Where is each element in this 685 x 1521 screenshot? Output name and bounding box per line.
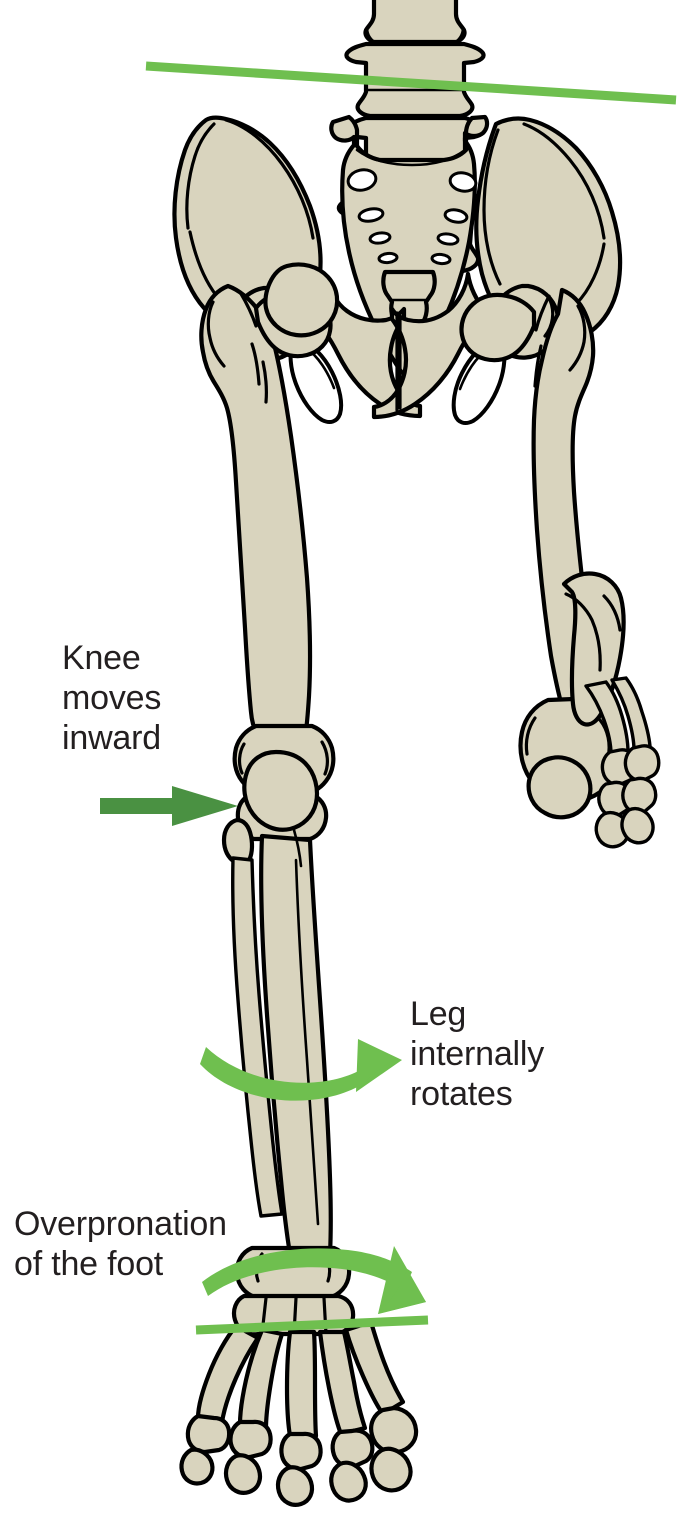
annotation-label-leg: Leg internally rotates [410,995,545,1113]
leg-rotation-arrow [200,1039,402,1101]
sacral-promontory [355,148,467,167]
foot-arrow-notch [378,1272,426,1314]
leg-rotation-arrow-tail [200,1047,372,1101]
condyle-detail [524,716,537,756]
left-phalanx-3-distal [275,1465,315,1507]
left-phalanx-4-distal [223,1453,263,1495]
left-femur-shaft [199,283,313,741]
left-fibular-head [221,817,255,865]
foot-pronation-arrow [202,1246,426,1314]
left-iliac-fossa-line [224,118,315,240]
sacral-foramen [346,168,378,192]
sacral-foramen [443,208,469,224]
left-femoral-head [263,262,340,338]
left-phalanx-1-proximal [369,1405,419,1455]
sacral-foramen [436,232,460,246]
right-iliac-crest-inner [522,122,606,240]
sacral-foramen [377,251,399,265]
left-phalanx-2-distal [329,1460,368,1503]
lesser-trochanter [250,342,261,386]
pelvic-tilt-line [145,61,677,105]
left-phalanx-3-proximal [279,1431,323,1472]
right-phalanx-b2 [621,776,658,815]
right-femoral-neck [459,292,537,363]
left-phalanx-1-distal [369,1446,413,1493]
pubic-symphysis [395,311,402,412]
right-phalanx-b3 [620,806,655,845]
left-phalanx-5-distal [179,1447,215,1486]
trochanter-ridge [238,290,258,328]
lateral-condyle-detail [320,740,329,776]
right-patella [526,755,593,820]
foot-level-line [195,1315,429,1335]
left-patella [242,749,320,832]
vertebra-detail [456,24,465,42]
left-lower-leg [231,828,333,1257]
knee-arrow [100,786,238,826]
right-phalanx-b1 [623,744,661,783]
vertebra-l1 [363,0,467,45]
knee-arrow-head [172,786,238,826]
left-iliac-crest-inner [185,122,216,230]
left-phalanx-2-proximal [330,1428,375,1469]
tarsal-ridge [564,592,602,672]
greater-trochanter-detail [206,300,226,368]
trochanter-ridge [534,294,551,332]
leg-rotation-arrow-head [356,1039,402,1092]
sacral-foramen [368,231,392,245]
sacral-foramen [357,207,385,223]
left-metatarsal-3 [284,1329,319,1439]
lesser-trochanter [533,344,543,388]
annotation-label-foot: Overpronation of the foot [14,1205,227,1283]
left-metatarsal-1 [343,1319,406,1417]
annotation-label-knee: Knee moves inward [62,639,162,757]
greater-trochanter-detail [568,304,587,372]
left-phalanx-5-proximal [185,1413,232,1455]
sacral-foramen [448,171,478,193]
foot-arrow-tail [202,1248,412,1296]
vertebra-detail [365,24,374,42]
tibia-anterior-crest [294,858,320,1226]
acetabular-rim [543,298,555,338]
right-knee-and-foot [518,571,661,849]
left-metatarsal-2 [317,1329,368,1437]
tarsal-ridge [602,594,622,632]
medial-condyle-detail [237,742,246,775]
left-phalanx-4-proximal [228,1419,273,1460]
tibial-tuberosity [292,828,303,868]
left-knee [221,723,336,865]
left-fibula [231,856,284,1218]
sacral-foramen [430,252,452,266]
knee-arrow-shaft [100,798,182,814]
right-iliac-fossa-line [482,128,502,286]
femur-linea-aspera [261,360,268,404]
left-femur [199,262,340,741]
